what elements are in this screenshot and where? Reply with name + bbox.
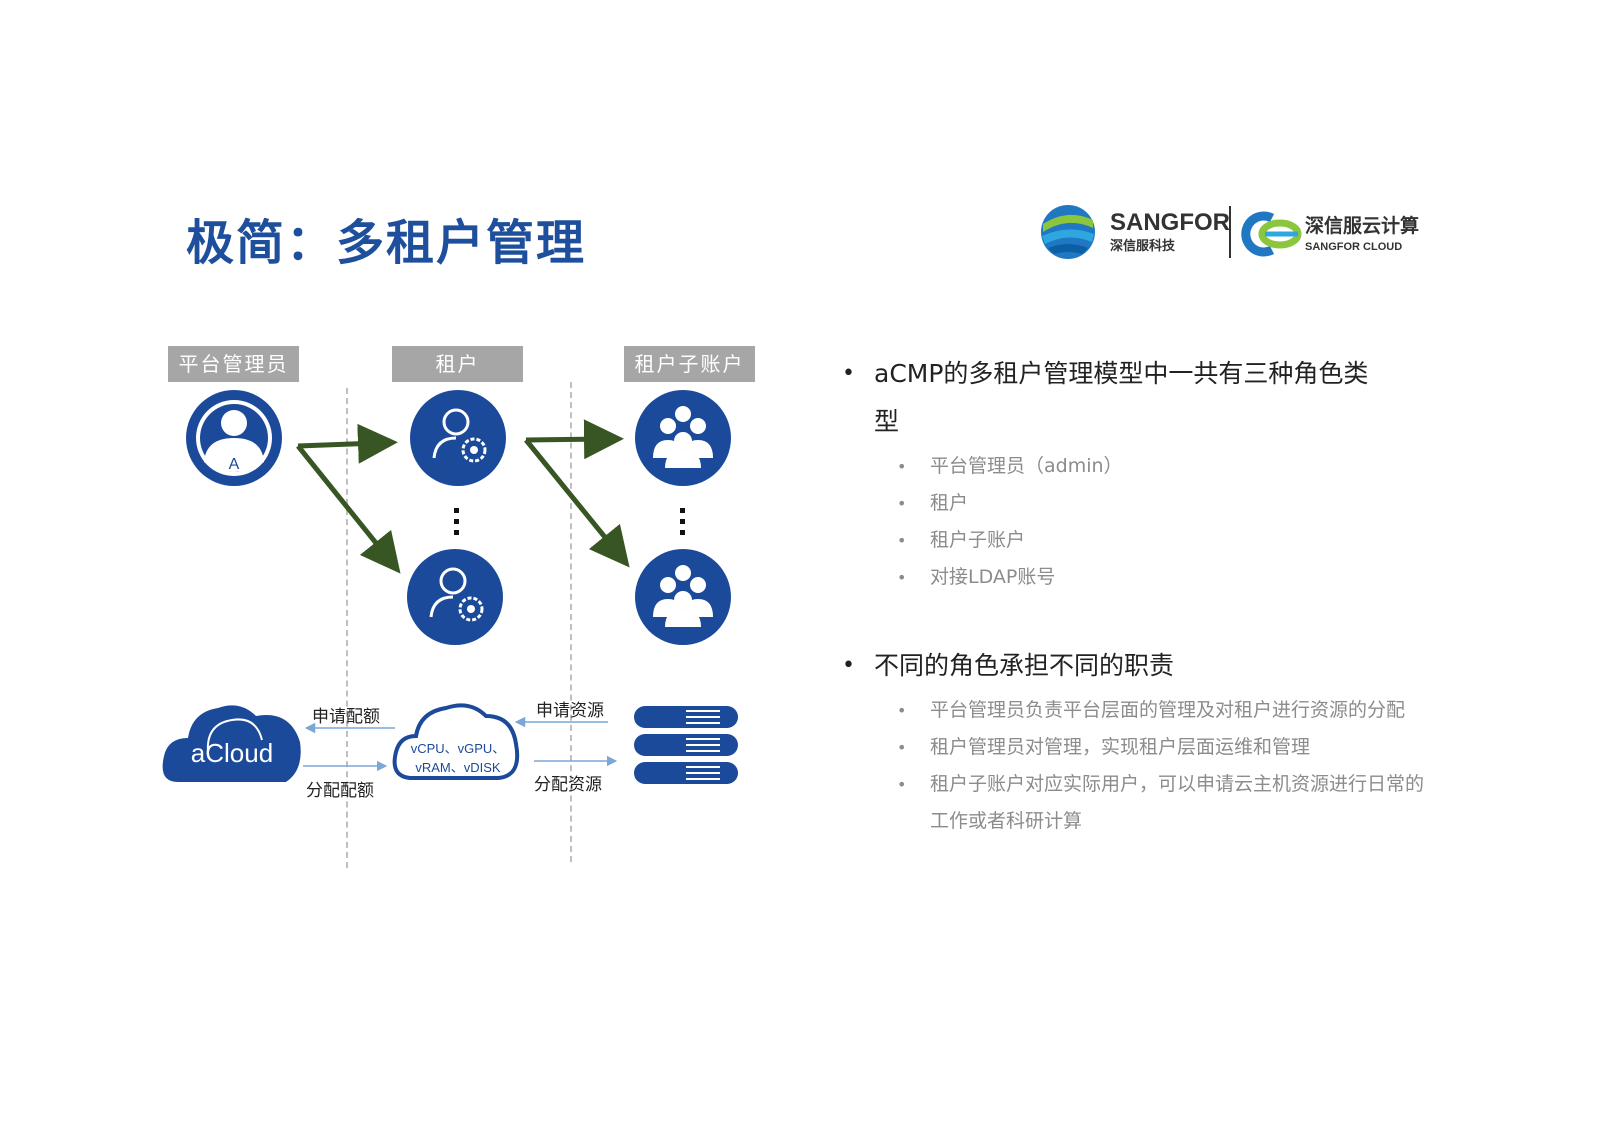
server-stack-icon (634, 706, 738, 784)
sub-bullet: 租户 (842, 485, 1430, 522)
resource-cloud-line2: vRAM、vDISK (415, 760, 501, 775)
logo-brand1-cn: 深信服科技 (1110, 238, 1176, 254)
label-apply-quota: 申请配额 (312, 707, 380, 727)
sub-bullet: 租户子账户对应实际用户，可以申请云主机资源进行日常的工作或者科研计算 (842, 766, 1430, 840)
logo-brand2-en: SANGFOR CLOUD (1305, 241, 1402, 253)
separator-line (570, 382, 572, 862)
sub-bullet: 平台管理员（admin） (842, 448, 1430, 485)
bullet-roles: aCMP的多租户管理模型中一共有三种角色类型 (842, 350, 1374, 446)
tenant-gear-icon (410, 390, 506, 486)
subaccount-group-icon (635, 549, 731, 645)
acloud-icon: aCloud (162, 705, 301, 782)
role-diagram: A (162, 390, 738, 784)
separator-line (346, 388, 348, 868)
label-apply-resource: 申请资源 (536, 701, 604, 721)
label-allocate-resource: 分配资源 (534, 775, 602, 795)
label-allocate-quota: 分配配额 (306, 781, 374, 801)
role-tag-subaccount: 租户子账户 (624, 346, 755, 382)
ellipsis-icon (454, 508, 685, 535)
role-tag-tenant: 租户 (392, 346, 523, 382)
sub-bullet: 租户子账户 (842, 522, 1430, 559)
subaccount-group-icon (635, 390, 731, 486)
brand-logo: SANGFOR 深信服科技 深信服云计算 SANGFOR CLOUD (1040, 200, 1460, 270)
bullet-duties: 不同的角色承担不同的职责 (842, 642, 1582, 690)
assignment-arrows (296, 419, 630, 574)
admin-letter: A (229, 456, 240, 473)
sub-bullet: 平台管理员负责平台层面的管理及对租户进行资源的分配 (842, 692, 1430, 729)
flow-arrows (303, 716, 618, 772)
tenant-gear-icon (407, 549, 503, 645)
resource-cloud-line1: vCPU、vGPU、 (411, 741, 506, 756)
logo-brand2-cn: 深信服云计算 (1305, 214, 1419, 237)
slide-title: 极简：多租户管理 (186, 215, 587, 271)
logo-brand1-en: SANGFOR (1110, 209, 1230, 236)
acloud-label: aCloud (191, 738, 273, 768)
admin-user-icon: A (186, 390, 282, 486)
bullet-list: aCMP的多租户管理模型中一共有三种角色类型 平台管理员（admin） 租户 租… (842, 350, 1582, 840)
sub-bullet: 对接LDAP账号 (842, 559, 1430, 596)
sangfor-cloud-icon (1241, 211, 1275, 257)
role-tag-admin: 平台管理员 (168, 346, 299, 382)
sub-bullet: 租户管理员对管理，实现租户层面运维和管理 (842, 729, 1430, 766)
logo-graphic: SANGFOR 深信服科技 深信服云计算 SANGFOR CLOUD (1041, 205, 1419, 259)
resource-cloud-icon: vCPU、vGPU、 vRAM、vDISK (392, 703, 520, 780)
